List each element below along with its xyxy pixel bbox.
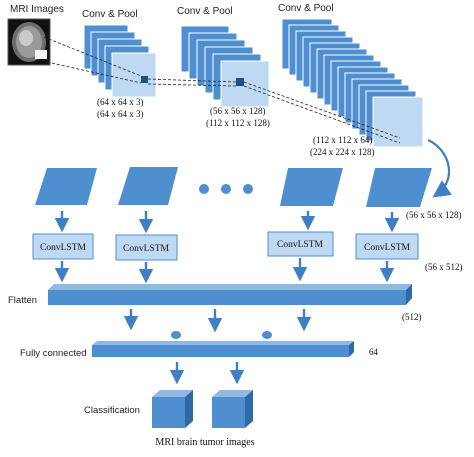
conv-block-1-layers [83,24,157,98]
flatten-label: Flatten [8,295,37,306]
flatten-size: (512) [402,312,422,322]
curved-arrow [427,138,452,198]
stack3-layer-14 [372,96,424,148]
convlstm-box-1 [32,233,94,260]
fc-dot-2 [262,331,272,339]
convlstm-row: ConvLSTM ConvLSTM ConvLSTM ConvLSTM (56 … [32,231,463,272]
feature-map-2 [118,167,178,205]
fc-dot-1 [171,331,181,339]
conv-block-1-kernel [141,76,148,83]
ellipsis-dot-3 [243,184,253,194]
fully-connected-layer: Fully connected 64 [20,341,379,359]
feature-map-1 [35,168,97,205]
fully-connected-bar [92,345,349,357]
ellipsis-dot-1 [199,184,209,194]
arrows-to-fc [123,309,312,339]
conv-block-2-dim-2: (112 x 112 x 128) [206,118,270,128]
convlstm-label-3: ConvLSTM [277,240,323,250]
convlstm-box-2 [115,234,178,261]
flatten-layer: Flatten (512) [8,284,422,322]
fully-connected-label: Fully connected [20,348,87,359]
stack1-layer-5 [111,52,157,98]
conv-block-3-layers [281,18,424,148]
output-cube-2 [212,390,253,428]
stack2-layer-6 [220,60,270,108]
mri-scan-image [7,18,51,66]
conv-block-3-dim-1: (112 x 112 x 64) [313,135,372,145]
mri-input-group: MRI Images [7,4,64,66]
convlstm-dim: (56 x 512) [425,262,463,272]
feature-map-4 [366,168,432,207]
convlstm-label-4: ConvLSTM [364,243,410,253]
feature-maps-dim: (56 x 56 x 128) [406,210,462,220]
conv-block-1-title: Conv & Pool [82,9,138,20]
projection-lines [43,36,401,144]
output-cube-1 [152,390,193,428]
classification-layer: Classification MRI brain tumor images [84,390,255,448]
convlstm-box-3 [267,231,334,257]
convlstm-label-2: ConvLSTM [123,244,169,254]
arrows-to-output [169,362,245,385]
classification-label: Classification [84,405,140,416]
feature-maps-row: (56 x 56 x 128) [35,167,462,220]
ellipsis-dot-2 [221,184,231,194]
arrows-to-flatten [54,258,395,284]
flatten-bar [48,290,406,305]
conv-block-1-dim-1: (64 x 64 x 3) [97,97,144,107]
arrows-to-convlstm [54,211,400,234]
conv-block-3: Conv & Pool (112 x 112 x 64) (224 x 224 … [278,3,424,157]
convlstm-box-4 [355,233,419,260]
conv-block-2-title: Conv & Pool [177,6,233,17]
conv-block-3-dim-2: (224 x 224 x 128) [310,147,375,157]
conv-block-2: Conv & Pool (56 x 56 x 128) (112 x 112 x… [177,6,270,128]
conv-block-1: Conv & Pool (64 x 64 x 3) (64 x 64 x 3) [82,9,157,119]
mri-images-label: MRI Images [10,4,64,15]
output-label: MRI brain tumor images [155,437,254,448]
convlstm-label-1: ConvLSTM [40,243,86,253]
conv-block-2-layers [180,25,270,108]
fully-connected-size: 64 [369,347,379,357]
conv-block-3-title: Conv & Pool [278,3,334,14]
conv-block-1-dim-2: (64 x 64 x 3) [97,109,144,119]
conv-block-2-kernel [236,78,244,86]
feature-map-3 [280,168,343,206]
conv-block-2-dim-1: (56 x 56 x 128) [210,106,266,116]
